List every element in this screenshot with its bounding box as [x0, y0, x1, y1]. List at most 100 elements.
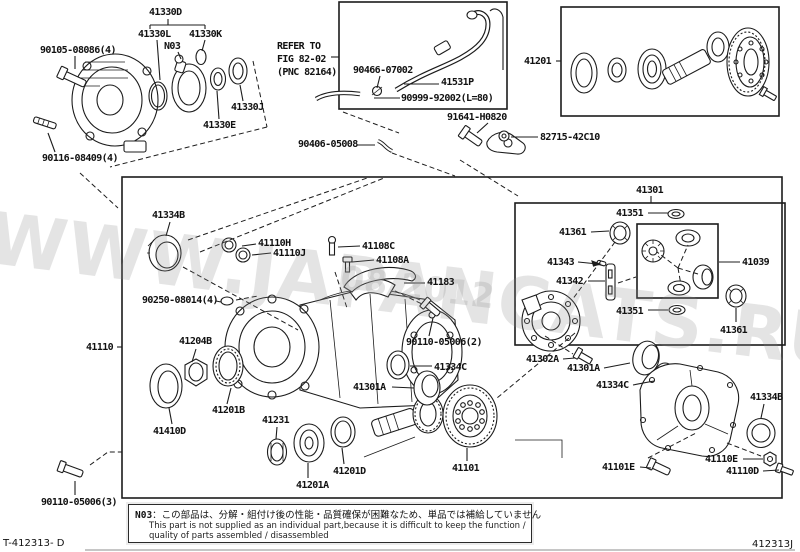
part-label-41110[interactable]: 41110 [86, 342, 114, 353]
plug-90250 [220, 296, 234, 306]
part-label-90250-08014-4[interactable]: 90250-08014(4) [142, 295, 218, 306]
part-label-41110J[interactable]: 41110J [273, 248, 306, 259]
part-label-41101E[interactable]: 41101E [602, 462, 635, 473]
bolt-41101E [645, 457, 671, 476]
ring-gear-41101 [442, 384, 498, 448]
hose-90999 [314, 90, 361, 101]
part-label-41351-2[interactable]: 41351 [616, 306, 644, 317]
part-label-41330E[interactable]: 41330E [203, 120, 236, 131]
part-label-N03-ref[interactable]: N03 [164, 41, 181, 52]
box-step-line [363, 436, 563, 458]
part-label-41361-2[interactable]: 41361 [720, 325, 748, 336]
part-label-41039[interactable]: 41039 [742, 257, 770, 268]
oring-41330K [195, 48, 207, 66]
note-japanese: N03：この部品は、分解・組付け後の性能・品質確保が困難なため、単品では補給して… [135, 510, 542, 521]
part-label-41410D[interactable]: 41410D [153, 426, 186, 437]
part-label-90110-05006-3[interactable]: 90110-05006(3) [41, 497, 117, 508]
seal-41410D [149, 363, 183, 409]
note-english-2: quality of parts assembled / disassemble… [149, 531, 329, 541]
bush-41110H [221, 237, 237, 253]
refer-line2: FIG 82-02 [277, 54, 326, 65]
drive-pinion-drawing [371, 394, 444, 437]
part-label-41108C[interactable]: 41108C [362, 241, 395, 252]
part-label-41361[interactable]: 41361 [559, 227, 587, 238]
bolt-41108A [342, 256, 353, 273]
note-english-1: This part is not supplied as an individu… [149, 521, 526, 531]
seal-41334B-left [147, 234, 182, 272]
part-label-41231[interactable]: 41231 [262, 415, 290, 426]
diff-case-kit-drawing [521, 208, 747, 352]
part-label-41110E[interactable]: 41110E [705, 454, 738, 465]
part-label-90105-08086-4[interactable]: 90105-08086(4) [40, 45, 116, 56]
breather-tube-41531P [394, 8, 504, 93]
part-label-41342[interactable]: 41342 [556, 276, 584, 287]
part-label-41330L[interactable]: 41330L [138, 29, 171, 40]
bolt-41302A [572, 347, 593, 365]
bolt-90105 [56, 65, 87, 88]
part-label-41334B-2[interactable]: 41334B [750, 392, 783, 403]
retainer-ring-n03 [171, 54, 207, 113]
part-label-41110H[interactable]: 41110H [258, 238, 291, 249]
refer-line3: (PNC 82164) [277, 67, 337, 78]
part-label-90999-92002[interactable]: 90999-92002(L=80) [401, 93, 494, 104]
oring-41330L [148, 81, 168, 111]
bearing-41201B [212, 345, 244, 387]
part-label-41351[interactable]: 41351 [616, 208, 644, 219]
note-code: N03 [135, 510, 153, 521]
clip-82715 [498, 130, 510, 142]
bearing-41201A [293, 423, 325, 463]
part-label-91641-H0820[interactable]: 91641-H0820 [447, 112, 507, 123]
rear-cover-drawing [639, 363, 740, 457]
breather-box [338, 1, 508, 110]
seal-41334C-left [386, 350, 410, 380]
part-label-41301[interactable]: 41301 [636, 185, 664, 196]
stud-41108C [327, 235, 337, 256]
part-label-41330D[interactable]: 41330D [149, 7, 182, 18]
part-label-90466-07002[interactable]: 90466-07002 [353, 65, 413, 76]
part-label-41343[interactable]: 41343 [547, 257, 575, 268]
part-label-41302A[interactable]: 41302A [526, 354, 559, 365]
spider-gear-box [636, 223, 719, 299]
part-label-41201D[interactable]: 41201D [333, 466, 366, 477]
part-label-41201A[interactable]: 41201A [296, 480, 329, 491]
note-box: N03：この部品は、分解・組付け後の性能・品質確保が困難なため、単品では補給して… [128, 504, 542, 543]
part-label-41183[interactable]: 41183 [427, 277, 455, 288]
nut-41110E [763, 451, 777, 467]
part-label-41334C[interactable]: 41334C [434, 362, 467, 373]
part-label-82715-42C10[interactable]: 82715-42C10 [540, 132, 600, 143]
part-label-41330J[interactable]: 41330J [231, 102, 264, 113]
part-label-41301A-2[interactable]: 41301A [567, 363, 600, 374]
front-housing-drawing [71, 53, 159, 153]
part-label-41531P[interactable]: 41531P [441, 77, 474, 88]
carrier-case-drawing [224, 278, 463, 409]
part-label-90406-05008[interactable]: 90406-05008 [298, 139, 358, 150]
part-label-41330K[interactable]: 41330K [189, 29, 222, 40]
bolt-91641 [457, 125, 483, 147]
bearing-41301A-right [632, 340, 660, 376]
hose-90406 [377, 139, 393, 153]
figure-code: 412313J [752, 539, 794, 550]
washer-41330E [209, 67, 227, 91]
part-label-41334C-2[interactable]: 41334C [596, 380, 629, 391]
seal-41330J [228, 57, 248, 85]
part-label-41101[interactable]: 41101 [452, 463, 480, 474]
part-label-41201[interactable]: 41201 [524, 56, 552, 67]
refer-line1: REFER TO [277, 41, 321, 52]
refer-note: REFER TO FIG 82-02 (PNC 82164) [277, 40, 337, 79]
leader-lines [47, 19, 780, 495]
part-label-90116-08409-4[interactable]: 90116-08409(4) [42, 153, 118, 164]
pinion-kit-drawing [570, 27, 777, 101]
part-label-41110D[interactable]: 41110D [726, 466, 759, 477]
dashed-lines [79, 60, 762, 466]
part-label-41108A[interactable]: 41108A [376, 255, 409, 266]
nut-41204B [184, 358, 208, 387]
part-label-41204B[interactable]: 41204B [179, 336, 212, 347]
seal-41334B-right [746, 417, 776, 449]
part-label-41201B[interactable]: 41201B [212, 405, 245, 416]
part-label-41301A[interactable]: 41301A [353, 382, 386, 393]
washer-41201D [330, 416, 356, 448]
part-label-90110-05006-2[interactable]: 90110-05006(2) [406, 337, 482, 348]
part-label-41334B[interactable]: 41334B [152, 210, 185, 221]
